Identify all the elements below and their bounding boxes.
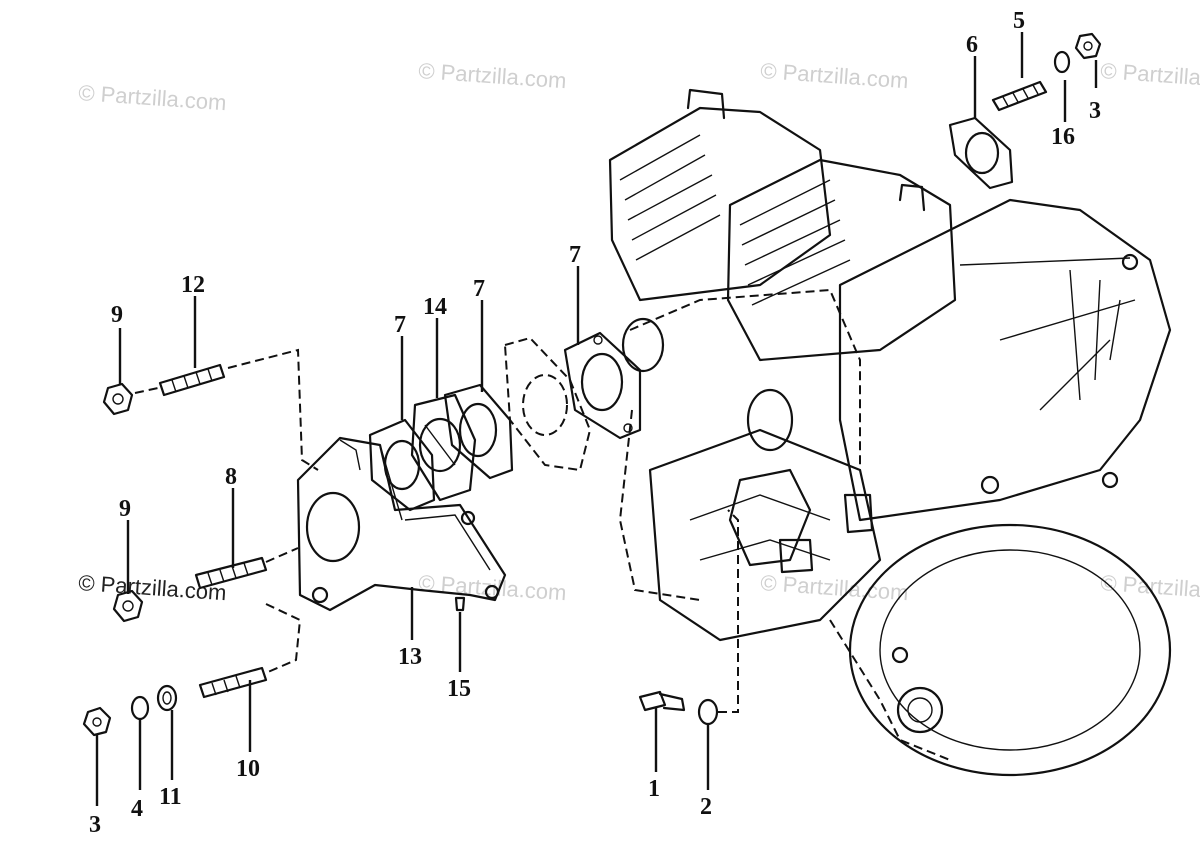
washer-2 — [697, 698, 719, 726]
watermarks: © Partzilla.com © Partzilla.com © Partzi… — [78, 58, 1200, 605]
fitting-1 — [638, 690, 686, 712]
callout-3: 3 — [1089, 98, 1101, 124]
callout-9: 9 — [111, 302, 123, 328]
nut-3-top — [1074, 32, 1102, 60]
watermark: © Partzilla.com — [418, 58, 568, 93]
callout-4: 4 — [131, 796, 143, 822]
callout-5: 5 — [1013, 8, 1025, 34]
valve-14 — [410, 393, 477, 502]
gasket-7-right — [563, 331, 642, 440]
guide-line — [718, 509, 739, 713]
nut-9-middle — [112, 589, 144, 623]
washer-16 — [1053, 50, 1071, 74]
manifold-13 — [296, 436, 507, 612]
callout-7: 7 — [394, 312, 406, 338]
callout-7: 7 — [569, 242, 581, 268]
plug-15 — [454, 596, 466, 612]
stud-12 — [158, 363, 226, 397]
callout-13: 13 — [398, 644, 422, 670]
watermark: © Partzilla.com — [760, 570, 910, 605]
callout-3: 3 — [89, 812, 101, 838]
stud-5 — [991, 80, 1048, 112]
watermark: © Partzilla.com — [1100, 58, 1200, 93]
washer-11 — [156, 684, 178, 712]
gasket-7-left — [368, 418, 436, 512]
callout-14: 14 — [423, 294, 447, 320]
leader-lines — [95, 32, 1098, 806]
callout-15: 15 — [447, 676, 471, 702]
callouts: 5 6 3 16 12 9 7 14 7 7 8 9 13 15 10 3 4 … — [89, 8, 1101, 838]
insulator-gasket — [503, 336, 592, 472]
nut-3-bottom — [82, 706, 112, 737]
watermark: © Partzilla.com — [78, 80, 228, 115]
nut-9-top — [102, 382, 134, 416]
callout-16: 16 — [1051, 124, 1075, 150]
washer-4 — [130, 695, 150, 721]
gasket-6 — [948, 116, 1014, 190]
callout-2: 2 — [700, 794, 712, 820]
engine-block — [608, 88, 1172, 777]
callout-9: 9 — [119, 496, 131, 522]
guide-line — [265, 603, 302, 673]
callout-8: 8 — [225, 464, 237, 490]
watermark: © Partzilla.com — [760, 58, 910, 93]
guide-line — [265, 547, 299, 563]
gasket-7-middle — [443, 383, 514, 480]
callout-12: 12 — [181, 272, 205, 298]
callout-10: 10 — [236, 756, 260, 782]
stud-10 — [198, 666, 268, 699]
stud-8 — [194, 556, 268, 590]
callout-7: 7 — [473, 276, 485, 302]
callout-1: 1 — [648, 776, 660, 802]
callout-11: 11 — [159, 784, 182, 810]
guide-line — [227, 348, 319, 471]
callout-6: 6 — [966, 32, 978, 58]
guide-line — [134, 387, 159, 394]
